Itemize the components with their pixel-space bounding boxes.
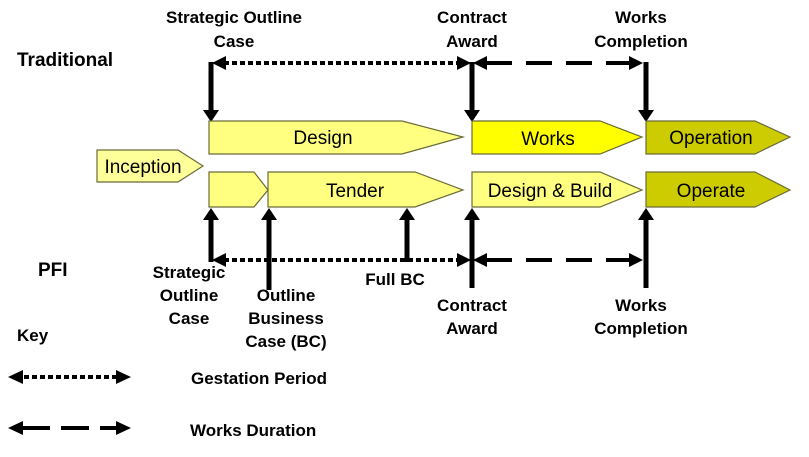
trad-contract-arrow (464, 62, 480, 122)
svg-text:Tender: Tender (326, 181, 385, 202)
svg-text:Design: Design (293, 128, 352, 149)
trad-contract-label-1: Contract (437, 8, 507, 27)
pfi-works-duration-arrow (473, 253, 643, 267)
pfi-full-bc-arrow (399, 208, 415, 262)
pfi-contract-label-1: Contract (437, 296, 507, 315)
stage-design-build: Design & Build (471, 171, 644, 208)
pfi-soc-arrow (203, 208, 219, 262)
stage-operation: Operation (645, 120, 792, 155)
stage-inception: Inception (96, 149, 205, 183)
svg-text:Inception: Inception (104, 157, 181, 178)
key-works-duration-arrow (8, 421, 131, 435)
pfi-soc-label-3: Case (169, 309, 210, 328)
trad-soc-label-2: Case (214, 32, 255, 51)
trad-soc-arrow (203, 62, 219, 122)
stage-operate: Operate (645, 171, 792, 208)
key-gestation-arrow (8, 370, 131, 384)
pfi-obc-label-2: Business (248, 309, 324, 328)
pfi-obc-label-3: Case (BC) (245, 332, 326, 351)
key-works-duration-label: Works Duration (190, 421, 316, 440)
pfi-works-label-2: Completion (594, 319, 688, 338)
pfi-full-bc-label: Full BC (365, 270, 425, 289)
trad-works-duration-arrow (473, 56, 643, 70)
trad-soc-label-1: Strategic Outline (166, 8, 302, 27)
svg-text:Design & Build: Design & Build (488, 181, 613, 202)
pfi-gestation-arrow (212, 253, 471, 267)
pfi-contract-label-2: Award (446, 319, 498, 338)
svg-text:Works: Works (521, 129, 574, 150)
row-label-pfi: PFI (38, 260, 68, 281)
stage-design: Design (208, 120, 466, 155)
trad-contract-label-2: Award (446, 32, 498, 51)
stage-pfi-pre-tender (208, 171, 269, 208)
pfi-works-label-1: Works (615, 296, 667, 315)
pfi-soc-label-1: Strategic (153, 263, 226, 282)
trad-works-completion-arrow (638, 62, 654, 122)
pfi-obc-arrow (261, 208, 277, 290)
svg-text:Operation: Operation (669, 128, 752, 149)
stage-tender: Tender (267, 171, 465, 208)
trad-gestation-arrow (212, 56, 471, 70)
stage-works: Works (471, 120, 644, 155)
pfi-soc-label-2: Outline (160, 286, 219, 305)
key-gestation-label: Gestation Period (191, 369, 327, 388)
pfi-works-completion-arrow (638, 208, 654, 288)
pfi-obc-label-1: Outline (257, 286, 316, 305)
row-label-traditional: Traditional (17, 50, 113, 71)
trad-works-label-1: Works (615, 8, 667, 27)
pfi-contract-arrow (464, 208, 480, 288)
key-title: Key (17, 326, 49, 345)
trad-works-label-2: Completion (594, 32, 688, 51)
svg-text:Operate: Operate (677, 181, 746, 202)
